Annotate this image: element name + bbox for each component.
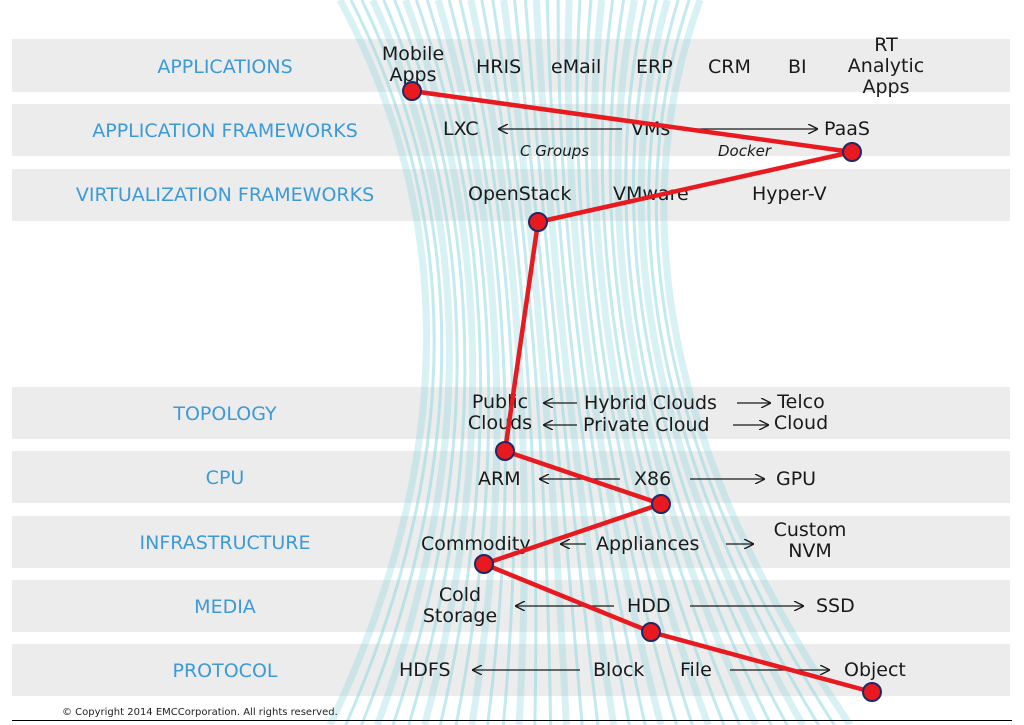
- path-node-commodity: [474, 554, 494, 574]
- path-node-x86: [651, 494, 671, 514]
- media-cold-storage: Cold Storage: [410, 585, 510, 627]
- topo-telco-line1: Telco: [777, 391, 825, 413]
- light-beam: [660, 0, 853, 725]
- layer-label-media: MEDIA: [194, 596, 256, 618]
- light-beam: [513, 0, 584, 725]
- path-node-mobile-apps: [402, 81, 422, 101]
- topo-telco-cloud: Telco Cloud: [766, 392, 836, 434]
- app-rt-analytic-apps: RT Analytic Apps: [838, 35, 934, 98]
- path-node-public-clouds: [495, 441, 515, 461]
- infra-custom-line2: NVM: [788, 540, 832, 562]
- light-beam: [600, 0, 726, 725]
- light-beam: [590, 0, 712, 725]
- light-beam: [458, 0, 517, 725]
- light-beam: [393, 0, 467, 725]
- path-node-openstack: [528, 212, 548, 232]
- media-cold-line2: Storage: [422, 605, 498, 627]
- app-email: eMail: [551, 56, 602, 78]
- band-applications: [12, 39, 1010, 92]
- media-cold-line1: Cold: [438, 584, 482, 606]
- topo-telco-line2: Cloud: [773, 412, 829, 434]
- proto-file: File: [680, 659, 712, 681]
- proto-object: Object: [844, 659, 906, 681]
- media-hdd: HDD: [627, 595, 671, 617]
- app-mobile-apps: Mobile Apps: [370, 44, 456, 86]
- path-node-hdd: [641, 622, 661, 642]
- app-hris: HRIS: [476, 56, 522, 78]
- media-ssd: SSD: [816, 595, 855, 617]
- light-beam: [344, 0, 436, 725]
- light-beam: [575, 0, 679, 725]
- light-beam: [654, 0, 836, 725]
- band-cpu: [12, 451, 1010, 503]
- light-beam: [500, 0, 570, 725]
- path-line: [411, 88, 873, 695]
- infra-custom-line1: Custom: [773, 519, 847, 541]
- app-mobile-line2: Apps: [389, 64, 437, 86]
- layer-label-infrastructure: INFRASTRUCTURE: [139, 532, 311, 554]
- light-beam: [624, 0, 773, 725]
- app-rt-line2: Analytic: [847, 55, 925, 77]
- layer-label-virtualization-frameworks: VIRTUALIZATION FRAMEWORKS: [75, 184, 375, 206]
- proto-block: Block: [593, 659, 645, 681]
- light-beam: [564, 0, 665, 725]
- layer-label-cpu: CPU: [205, 467, 245, 489]
- app-rt-line1: RT: [874, 34, 898, 56]
- light-beam: [360, 0, 444, 725]
- fw-paas: PaaS: [824, 118, 870, 140]
- infra-custom-nvm: Custom NVM: [762, 520, 858, 562]
- layer-label-applications: APPLICATIONS: [157, 56, 293, 78]
- proto-hdfs: HDFS: [399, 659, 451, 681]
- cpu-arm: ARM: [478, 468, 521, 490]
- fw-lxc: LXC: [443, 118, 479, 140]
- topo-hybrid-clouds: Hybrid Clouds: [584, 392, 717, 414]
- app-rt-line3: Apps: [862, 76, 910, 98]
- light-beam: [556, 0, 647, 725]
- app-bi: BI: [788, 56, 807, 78]
- copyright-notice: © Copyright 2014 EMCCorporation. All rig…: [62, 707, 338, 718]
- path-node-object: [862, 682, 882, 702]
- topo-public-line2: Clouds: [467, 412, 533, 434]
- app-mobile-line1: Mobile: [381, 43, 445, 65]
- light-beam: [614, 0, 759, 725]
- light-beam: [637, 0, 806, 725]
- light-beam: [608, 0, 742, 725]
- light-beam: [632, 0, 789, 725]
- band-infrastructure: [12, 516, 1010, 568]
- virt-hyperv: Hyper-V: [752, 183, 827, 205]
- infra-commodity: Commodity: [421, 533, 531, 555]
- path-node-paas: [842, 142, 862, 162]
- cpu-gpu: GPU: [776, 468, 817, 490]
- layer-label-topology: TOPOLOGY: [173, 403, 277, 425]
- light-beam: [434, 0, 501, 725]
- app-erp: ERP: [636, 56, 673, 78]
- light-beam: [447, 0, 508, 725]
- cpu-x86: X86: [634, 468, 672, 490]
- fw-docker: Docker: [718, 142, 772, 160]
- light-beam: [491, 0, 553, 725]
- light-beam: [480, 0, 538, 725]
- topo-private-cloud: Private Cloud: [583, 414, 710, 436]
- infra-appliances: Appliances: [596, 533, 700, 555]
- light-beam: [523, 0, 600, 725]
- virt-openstack: OpenStack: [468, 183, 572, 205]
- fw-cgroups: C Groups: [520, 142, 590, 160]
- light-beam: [326, 0, 430, 725]
- app-crm: CRM: [708, 56, 751, 78]
- light-beam: [532, 0, 618, 725]
- layer-label-protocol: PROTOCOL: [172, 660, 278, 682]
- light-beam: [647, 0, 820, 725]
- layer-label-application-frameworks: APPLICATION FRAMEWORKS: [92, 120, 358, 142]
- bottom-rule: [12, 720, 1012, 721]
- light-beam: [584, 0, 694, 725]
